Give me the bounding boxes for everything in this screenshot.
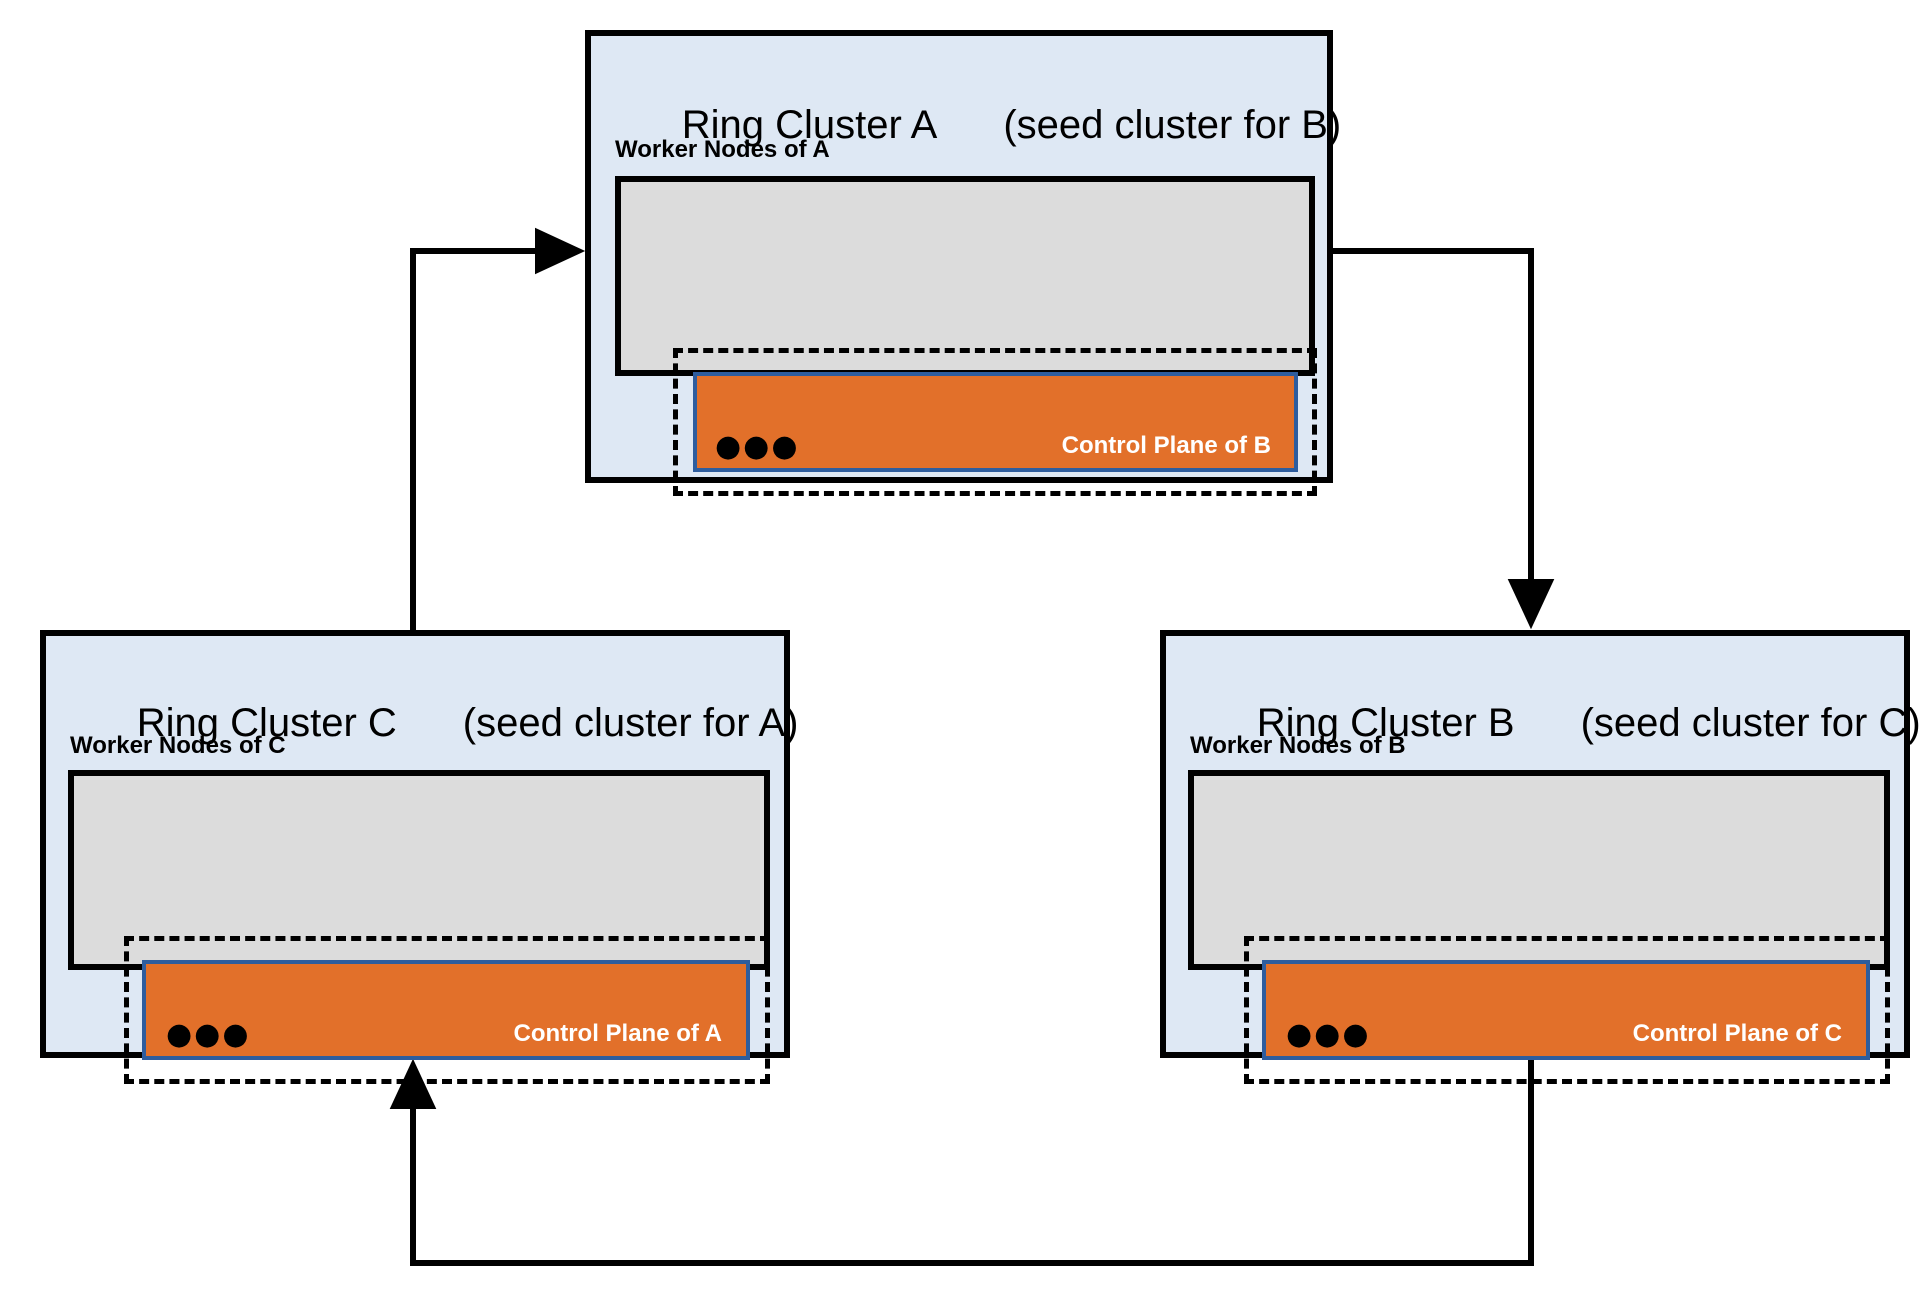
worker-node-dashed-a (673, 348, 1317, 496)
cluster-box-b[interactable]: Ring Cluster B (seed cluster for C) Worke… (1160, 630, 1921, 1084)
worker-node-dashed-b (1244, 936, 1890, 1084)
worker-nodes-box-a: ●●● Control Plane of B (615, 176, 1317, 496)
cluster-a-worker-label: Worker Nodes of A (615, 136, 830, 163)
cluster-c-title-main: Ring Cluster C (136, 701, 397, 745)
control-plane-label-c: Control Plane of C (1632, 1020, 1842, 1047)
cluster-b-title-main: Ring Cluster B (1256, 701, 1515, 745)
cluster-c-title: Ring Cluster C (seed cluster for A) (70, 656, 799, 791)
cluster-c-seed-note: (seed cluster for A) (462, 701, 799, 745)
arrow-c-to-a (410, 227, 586, 630)
cluster-a-seed-note: (seed cluster for B) (1003, 103, 1342, 147)
cluster-b-seed-note: (seed cluster for C) (1580, 701, 1921, 745)
worker-nodes-box-c: ●●● Control Plane of A (68, 770, 770, 1084)
control-plane-box-c[interactable] (1262, 960, 1870, 1060)
control-plane-label-b: Control Plane of B (1061, 432, 1271, 459)
cluster-box-a[interactable]: Ring Cluster A (seed cluster for B) Worke… (585, 30, 1341, 496)
arrow-a-to-b (1333, 248, 1555, 630)
control-plane-box-b[interactable] (693, 372, 1298, 472)
arrow-b-to-c (389, 1058, 1534, 1266)
cluster-box-c[interactable]: Ring Cluster C (seed cluster for A) Worke… (40, 630, 798, 1084)
cluster-a-title: Ring Cluster A (seed cluster for B) (615, 58, 1342, 193)
worker-nodes-box-b: ●●● Control Plane of C (1188, 770, 1890, 1084)
control-plane-label-a: Control Plane of A (513, 1020, 722, 1047)
cluster-c-worker-label: Worker Nodes of C (70, 732, 286, 759)
ellipsis-icon-c: ●●● (166, 1017, 251, 1052)
cluster-b-worker-label: Worker Nodes of B (1190, 732, 1406, 759)
ellipsis-icon-a: ●●● (715, 429, 800, 464)
cluster-a-title-main: Ring Cluster A (681, 103, 938, 147)
ellipsis-icon-b: ●●● (1286, 1017, 1371, 1052)
cluster-b-title: Ring Cluster B (seed cluster for C) (1190, 656, 1921, 791)
